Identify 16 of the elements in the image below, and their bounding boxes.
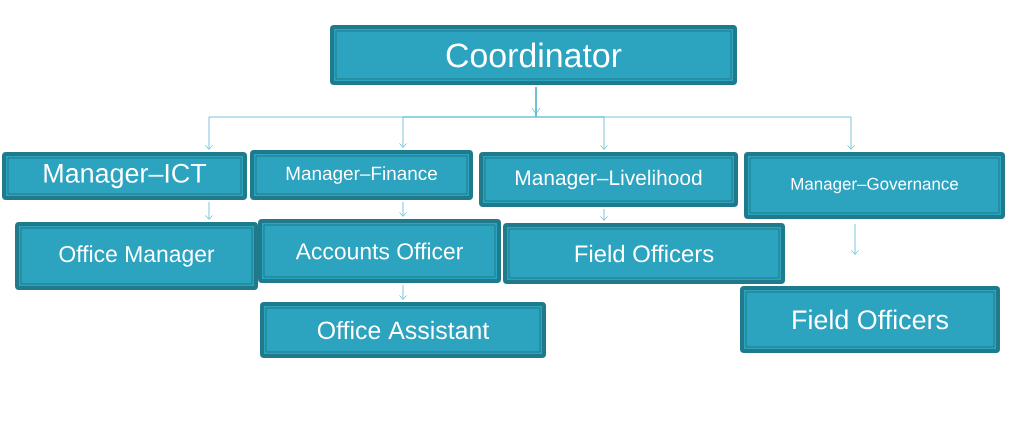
role-box: Coordinator xyxy=(330,25,737,85)
role-box: Manager–Governance xyxy=(744,152,1005,219)
role-box: Office Assistant xyxy=(260,302,546,358)
role-box: Office Manager xyxy=(15,222,258,290)
role-box: Field Officers xyxy=(503,223,785,284)
role-box: Accounts Officer xyxy=(258,219,501,283)
connector-arrow xyxy=(851,223,859,255)
connector-arrow xyxy=(535,86,855,150)
connector-arrow xyxy=(600,208,608,221)
connector-arrow xyxy=(399,201,407,217)
role-box: Field Officers xyxy=(740,286,1000,353)
role-box: Manager–Livelihood xyxy=(479,152,738,207)
connector-arrow xyxy=(399,284,407,300)
role-box: Manager–ICT xyxy=(2,152,247,200)
role-box: Manager–Finance xyxy=(250,150,473,200)
connector-arrow xyxy=(205,201,213,220)
